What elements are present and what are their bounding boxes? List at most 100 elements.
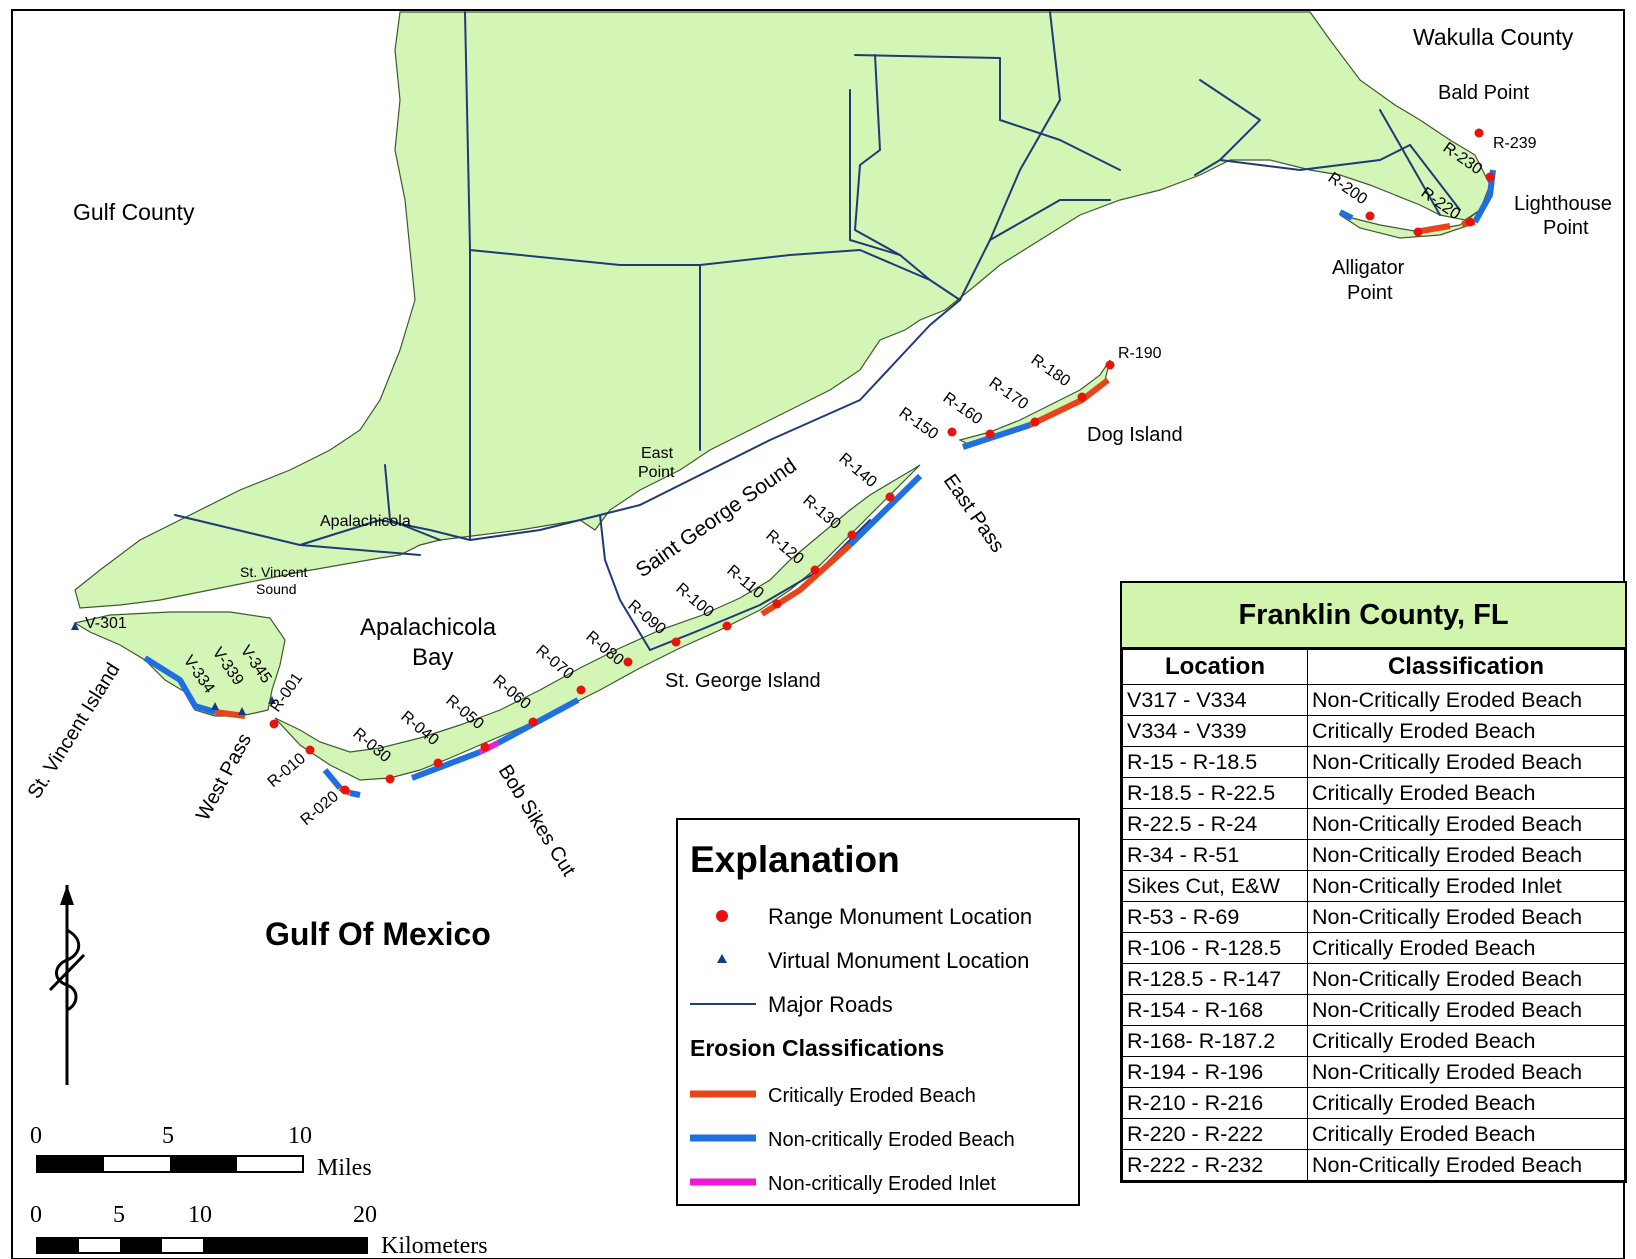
scale-unit-miles: Miles [317, 1155, 372, 1181]
apalachicola-bay-label-1: Apalachicola [360, 614, 497, 641]
cell-classification: Critically Eroded Beach [1307, 1118, 1625, 1150]
gulf-county-label: Gulf County [73, 199, 195, 225]
cell-location: V334 - V339 [1122, 715, 1308, 747]
cell-location: R-168- R-187.2 [1122, 1025, 1308, 1057]
cell-classification: Critically Eroded Beach [1307, 715, 1625, 747]
scale-bar-km: 0 5 10 20 Kilometers [30, 1202, 488, 1259]
table-title: Franklin County, FL [1122, 583, 1625, 649]
cell-classification: Non-Critically Eroded Beach [1307, 839, 1625, 871]
cell-classification: Non-Critically Eroded Inlet [1307, 870, 1625, 902]
cell-location: Sikes Cut, E&W [1122, 870, 1308, 902]
cell-location: R-53 - R-69 [1122, 901, 1308, 933]
wakulla-county-label: Wakulla County [1413, 24, 1574, 50]
cell-classification: Non-Critically Eroded Beach [1307, 684, 1625, 716]
erosion-label: Non-critically Eroded Beach [768, 1129, 1015, 1151]
virtual-monument-symbol [717, 954, 727, 963]
mon-label: V-301 [85, 615, 127, 632]
virtual-monuments [71, 622, 276, 715]
erosion-classifications-title: Erosion Classifications [690, 1035, 944, 1061]
cell-location: R-15 - R-18.5 [1122, 746, 1308, 778]
legend-item-label: Range Monument Location [768, 904, 1032, 929]
lighthouse-point-label-1: Lighthouse [1514, 193, 1612, 215]
cell-location: R-154 - R-168 [1122, 994, 1308, 1026]
cell-location: R-34 - R-51 [1122, 839, 1308, 871]
gulf-of-mexico-label: Gulf Of Mexico [265, 916, 491, 952]
mainland [74, 11, 1491, 609]
cell-location: R-220 - R-222 [1122, 1118, 1308, 1150]
cell-classification: Critically Eroded Beach [1307, 1087, 1625, 1119]
major-roads [174, 11, 1461, 651]
scale-tick-label: 10 [188, 1202, 212, 1228]
cell-location: V317 - V334 [1122, 684, 1308, 716]
scale-tick-label: 5 [113, 1202, 125, 1228]
scale-tick-label: 0 [30, 1123, 42, 1149]
column-header-location: Location [1122, 649, 1308, 685]
scale-tick-label: 20 [353, 1202, 377, 1228]
cell-classification: Critically Eroded Beach [1307, 1025, 1625, 1057]
scale-tick-label: 5 [162, 1123, 174, 1149]
scale-tick-label: 10 [288, 1123, 312, 1149]
scale-unit-km: Kilometers [381, 1233, 488, 1259]
apalachicola-label: Apalachicola [320, 513, 411, 530]
alligator-point-label-1: Alligator [1332, 257, 1405, 279]
cell-classification: Critically Eroded Beach [1307, 932, 1625, 964]
cell-classification: Critically Eroded Beach [1307, 777, 1625, 809]
scale-tick-label: 0 [30, 1202, 42, 1228]
scale-bar-miles: 0 5 10 Miles [30, 1123, 372, 1181]
legend-title: Explanation [690, 839, 900, 880]
dog-island-label: Dog Island [1087, 424, 1183, 446]
apalachicola-bay-label-2: Bay [412, 644, 453, 671]
cell-location: R-128.5 - R-147 [1122, 963, 1308, 995]
cell-location: R-106 - R-128.5 [1122, 932, 1308, 964]
cell-classification: Non-Critically Eroded Beach [1307, 901, 1625, 933]
legend-item-label: Virtual Monument Location [768, 948, 1029, 973]
alligator-point-label-2: Point [1347, 282, 1393, 304]
range-monuments [269, 128, 1495, 795]
east-point-label-1: East [641, 445, 674, 462]
lighthouse-point-label-2: Point [1543, 217, 1589, 239]
cell-classification: Non-Critically Eroded Beach [1307, 994, 1625, 1026]
mon-label: R-190 [1118, 345, 1162, 362]
st-vincent-sound-label-1: St. Vincent [240, 564, 308, 580]
cell-location: R-22.5 - R-24 [1122, 808, 1308, 840]
erosion-label: Critically Eroded Beach [768, 1085, 976, 1107]
legend-item-label: Major Roads [768, 992, 893, 1017]
cell-classification: Non-Critically Eroded Beach [1307, 808, 1625, 840]
classification-table: Franklin County, FL Location Classificat… [1120, 581, 1627, 1183]
cell-classification: Non-Critically Eroded Beach [1307, 1149, 1625, 1181]
erosion-label: Non-critically Eroded Inlet [768, 1173, 996, 1195]
cell-classification: Non-Critically Eroded Beach [1307, 746, 1625, 778]
st-george-island [274, 464, 921, 781]
cell-classification: Non-Critically Eroded Beach [1307, 963, 1625, 995]
bald-point-label: Bald Point [1438, 82, 1530, 104]
range-monument-symbol [716, 910, 728, 922]
cell-location: R-210 - R-216 [1122, 1087, 1308, 1119]
st-george-island-label: St. George Island [665, 670, 821, 692]
cell-classification: Non-Critically Eroded Beach [1307, 1056, 1625, 1088]
north-arrow-icon [48, 885, 86, 1085]
cell-location: R-222 - R-232 [1122, 1149, 1308, 1181]
column-header-classification: Classification [1307, 649, 1625, 685]
st-vincent-sound-label-2: Sound [256, 581, 296, 597]
cell-location: R-18.5 - R-22.5 [1122, 777, 1308, 809]
cell-location: R-194 - R-196 [1122, 1056, 1308, 1088]
legend-explanation: Explanation Range Monument Location Virt… [676, 818, 1080, 1206]
mon-label: R-239 [1493, 135, 1537, 152]
east-point-label-2: Point [638, 464, 675, 481]
